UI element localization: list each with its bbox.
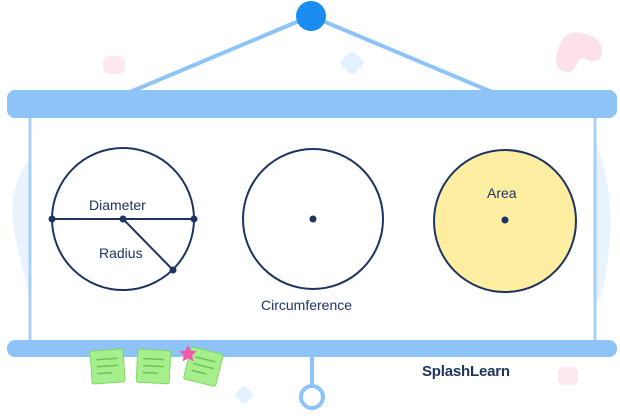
pink-blob-bottom-right	[558, 367, 578, 385]
center-point	[501, 216, 509, 224]
diameter-endpoint-left	[48, 215, 56, 223]
star-icon	[179, 345, 197, 362]
sticky-note	[183, 346, 224, 387]
pink-blob-top-left	[103, 56, 125, 74]
diameter-endpoint-right	[190, 215, 198, 223]
circumference-circle	[242, 148, 384, 290]
hanging-knob	[296, 1, 326, 31]
center-point	[309, 215, 317, 223]
radius-label: Radius	[99, 245, 143, 261]
radius-endpoint	[169, 266, 177, 274]
board-top-bar	[7, 90, 617, 118]
radius-line	[122, 218, 174, 271]
sticky-note	[89, 348, 126, 385]
circumference-label: Circumference	[261, 297, 353, 313]
pull-ring	[299, 384, 325, 410]
sticky-note	[135, 348, 172, 385]
splashlearn-logo: SplashLearn	[422, 363, 510, 380]
hanging-strings	[128, 14, 494, 94]
diameter-label: Diameter	[89, 197, 146, 213]
center-point	[119, 215, 127, 223]
diamond-bottom	[235, 386, 253, 404]
diamond-top	[340, 51, 364, 75]
area-label: Area	[487, 185, 517, 201]
pink-blob-top-right	[556, 32, 603, 73]
